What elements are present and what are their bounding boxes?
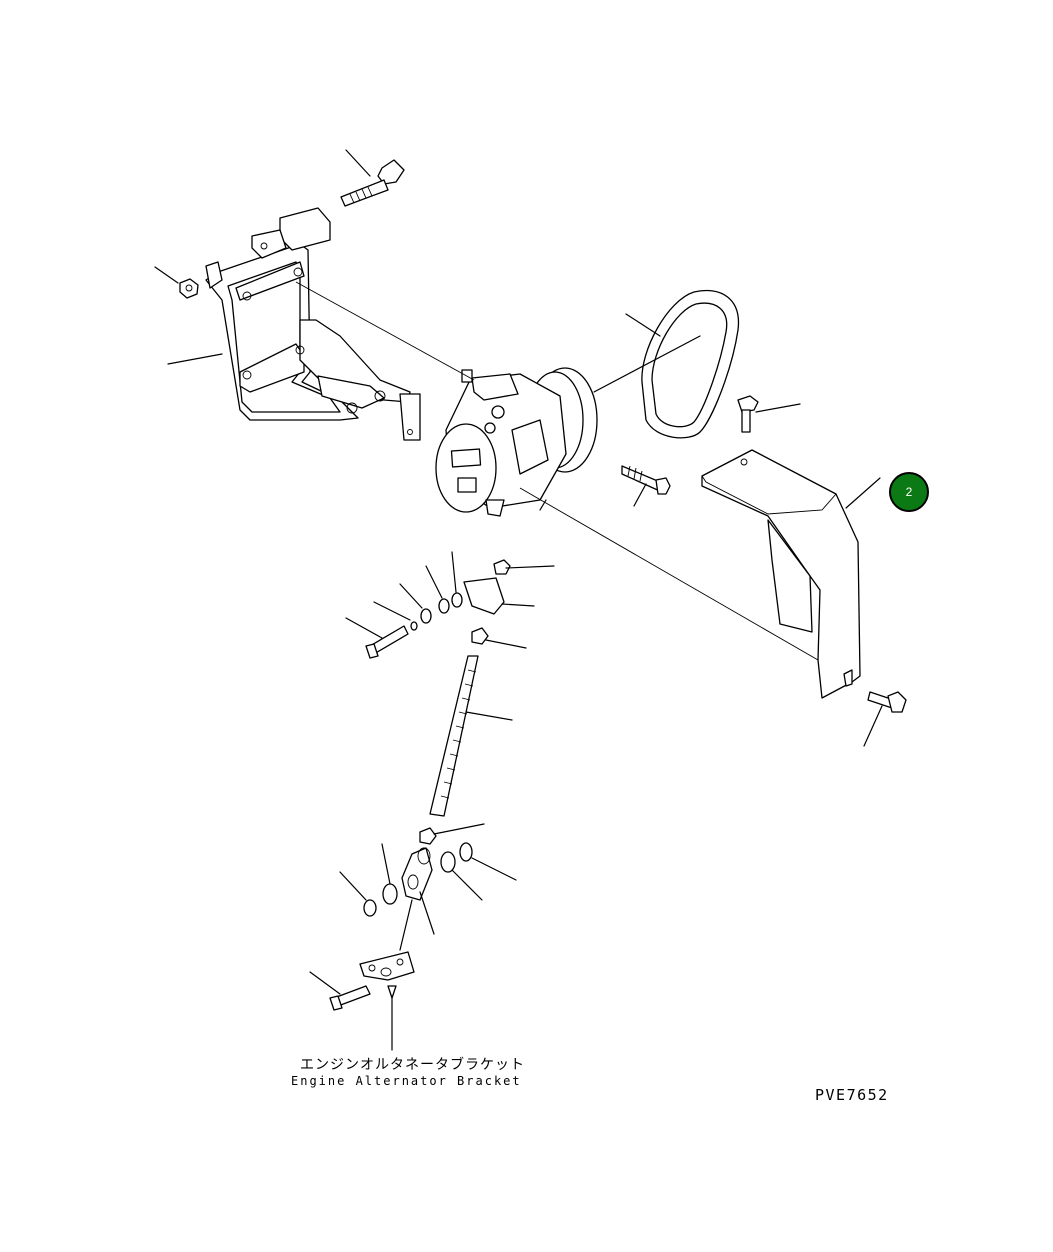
part-callout-marker[interactable]: 2: [889, 472, 929, 512]
top-bolt: [340, 149, 405, 207]
pulley-bolt: [621, 465, 671, 507]
adjust-plate: [399, 393, 421, 441]
callout-number: 2: [905, 485, 913, 499]
lower-hardware: [309, 823, 517, 1051]
adjust-rod-assembly: [345, 551, 555, 817]
leader-line-1: [295, 281, 475, 381]
upper-right-bolt: [737, 395, 801, 433]
belt-cover: [701, 449, 881, 699]
left-nut: [154, 266, 199, 299]
bracket-label-japanese: エンジンオルタネータブラケット: [300, 1057, 525, 1073]
lower-right-bolt: [863, 691, 907, 747]
ac-compressor: [435, 367, 598, 517]
drawing-number: PVE7652: [815, 1086, 889, 1104]
leader-line-2: [519, 487, 819, 661]
bracket-label-english: Engine Alternator Bracket: [291, 1074, 522, 1088]
compressor-bracket: [167, 207, 411, 421]
v-belt: [593, 289, 740, 439]
